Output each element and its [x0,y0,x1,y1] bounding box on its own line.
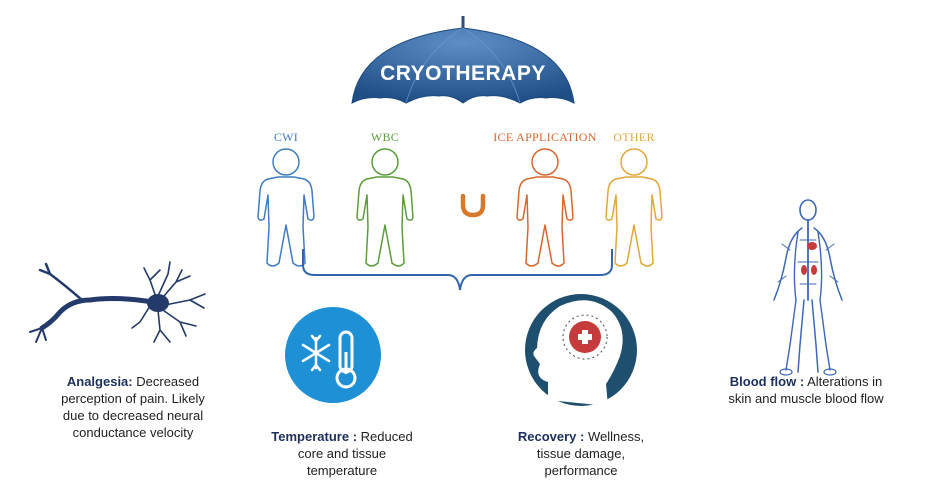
person-cwi-icon [257,148,315,267]
analgesia-caption: Analgesia: Decreased perception of pain.… [60,373,206,441]
analgesia-title: Analgesia: [66,374,133,389]
person-wbc-icon [356,148,414,267]
blood-flow-title: Blood flow : [729,374,805,389]
recovery-head-icon [525,294,637,406]
modality-label-wbc: WBC [370,130,400,144]
modality-label-other: OTHER [613,130,655,144]
recovery-title: Recovery : [517,429,585,444]
blood-flow-caption: Blood flow : Alterations in skin and mus… [726,373,886,407]
temperature-text: Reduced core and tissue temperature [297,429,413,478]
recovery-text: Wellness, tissue damage, performance [536,429,645,478]
modality-label-cwi: CWI [273,130,299,144]
temperature-caption: Temperature : Reduced core and tissue te… [262,428,422,479]
blood-flow-text: Alterations in skin and muscle blood flo… [728,374,884,406]
recovery-caption: Recovery : Wellness, tissue damage, perf… [512,428,650,479]
umbrella-icon [351,16,575,218]
modality-label-ice-application: ICE APPLICATION [493,130,597,144]
temperature-title: Temperature : [271,429,358,444]
analgesia-text: Decreased perception of pain. Likely due… [61,374,205,440]
person-other-icon [605,148,663,267]
neuron-icon [29,261,206,343]
person-ice-application-icon [516,148,574,267]
circulatory-system-icon [773,199,843,376]
grouping-bracket [302,249,613,291]
thermometer-snowflake-icon [285,307,381,403]
umbrella-title: CRYOTHERAPY [380,62,546,85]
